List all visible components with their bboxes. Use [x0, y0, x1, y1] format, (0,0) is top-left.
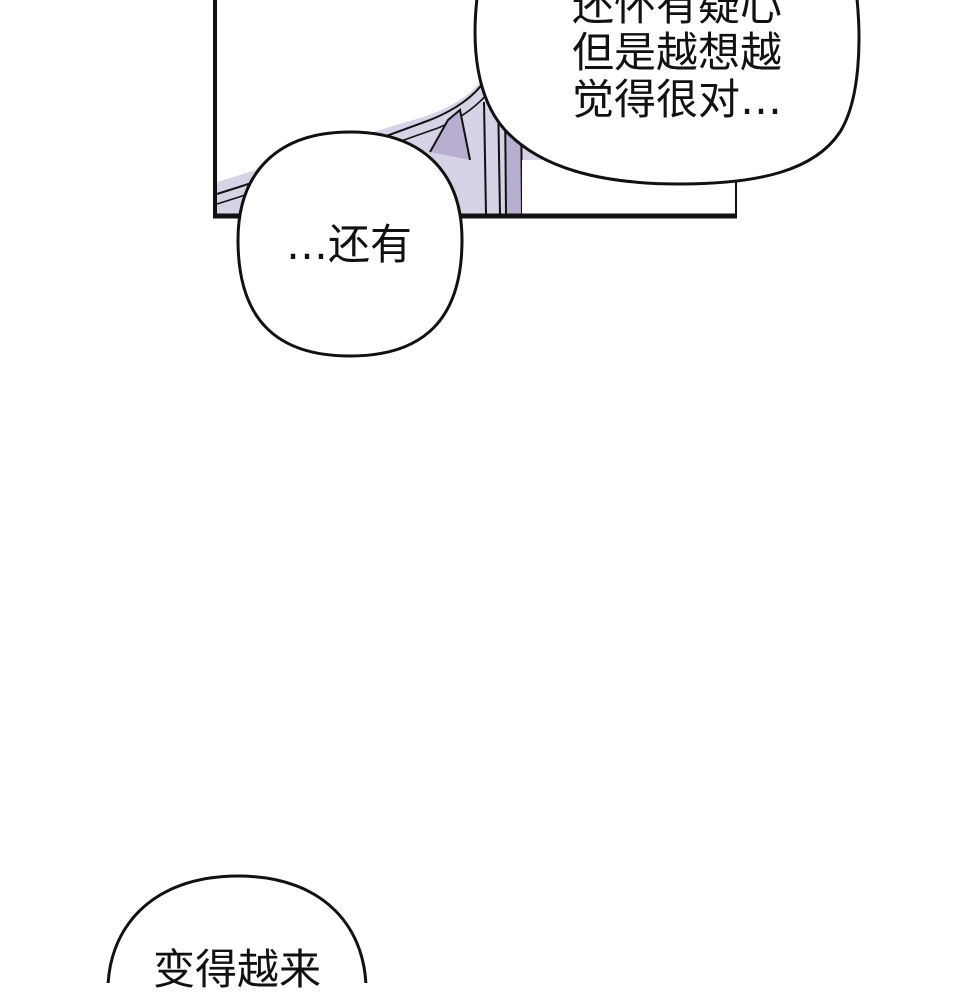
- bubble-line: 觉得很对…: [571, 75, 782, 124]
- speech-bubble-top-text: 还怀有疑心 但是越想越 觉得很对…: [532, 0, 822, 123]
- collar-fold: [429, 108, 471, 161]
- bubble-line: 变得越来: [152, 945, 321, 994]
- speech-bubble-top: [473, 0, 861, 186]
- speech-bubble-bottom-text: 变得越来: [112, 940, 362, 1000]
- bubble-line: 但是越想越: [571, 28, 782, 77]
- speech-bubble-middle-text: …还有: [238, 220, 460, 270]
- bubble-line: 还怀有疑心: [571, 0, 782, 30]
- bubble-line: …还有: [285, 220, 412, 269]
- shirt-stripe: [483, 101, 487, 215]
- speech-bubble-middle: [236, 130, 464, 358]
- speech-bubble-bottom: [106, 874, 368, 983]
